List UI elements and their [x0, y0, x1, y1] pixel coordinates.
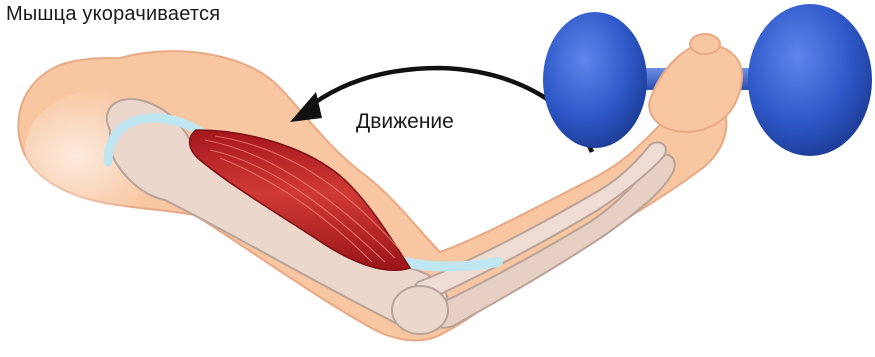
diagram-title: Мышца укорачивается [6, 3, 220, 26]
movement-label: Движение [356, 110, 454, 134]
dumbbell-left-plate [543, 12, 647, 148]
hand [649, 44, 742, 132]
thumb [690, 34, 720, 54]
lower-tendon [405, 262, 498, 267]
dumbbell-right-plate [748, 4, 872, 156]
elbow-joint [392, 286, 448, 334]
